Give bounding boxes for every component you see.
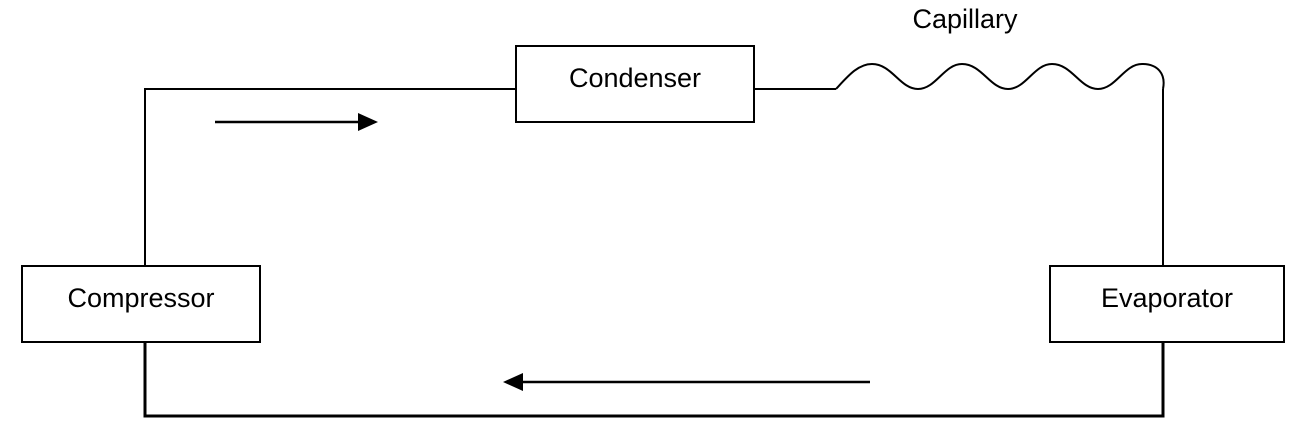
compressor-label: Compressor <box>67 283 214 313</box>
capillary-label: Capillary <box>912 4 1018 34</box>
compressor-block: Compressor <box>21 265 261 343</box>
condenser-label: Condenser <box>569 63 701 93</box>
flow-arrow-right <box>215 113 378 131</box>
evaporator-block: Evaporator <box>1049 265 1285 343</box>
flow-arrow-left <box>503 373 870 391</box>
pipe-compressor-to-condenser <box>144 88 516 266</box>
pipe-evaporator-to-compressor <box>143 342 1165 418</box>
condenser-block: Condenser <box>515 45 755 123</box>
evaporator-label: Evaporator <box>1101 283 1233 313</box>
capillary-tube <box>835 62 1165 91</box>
